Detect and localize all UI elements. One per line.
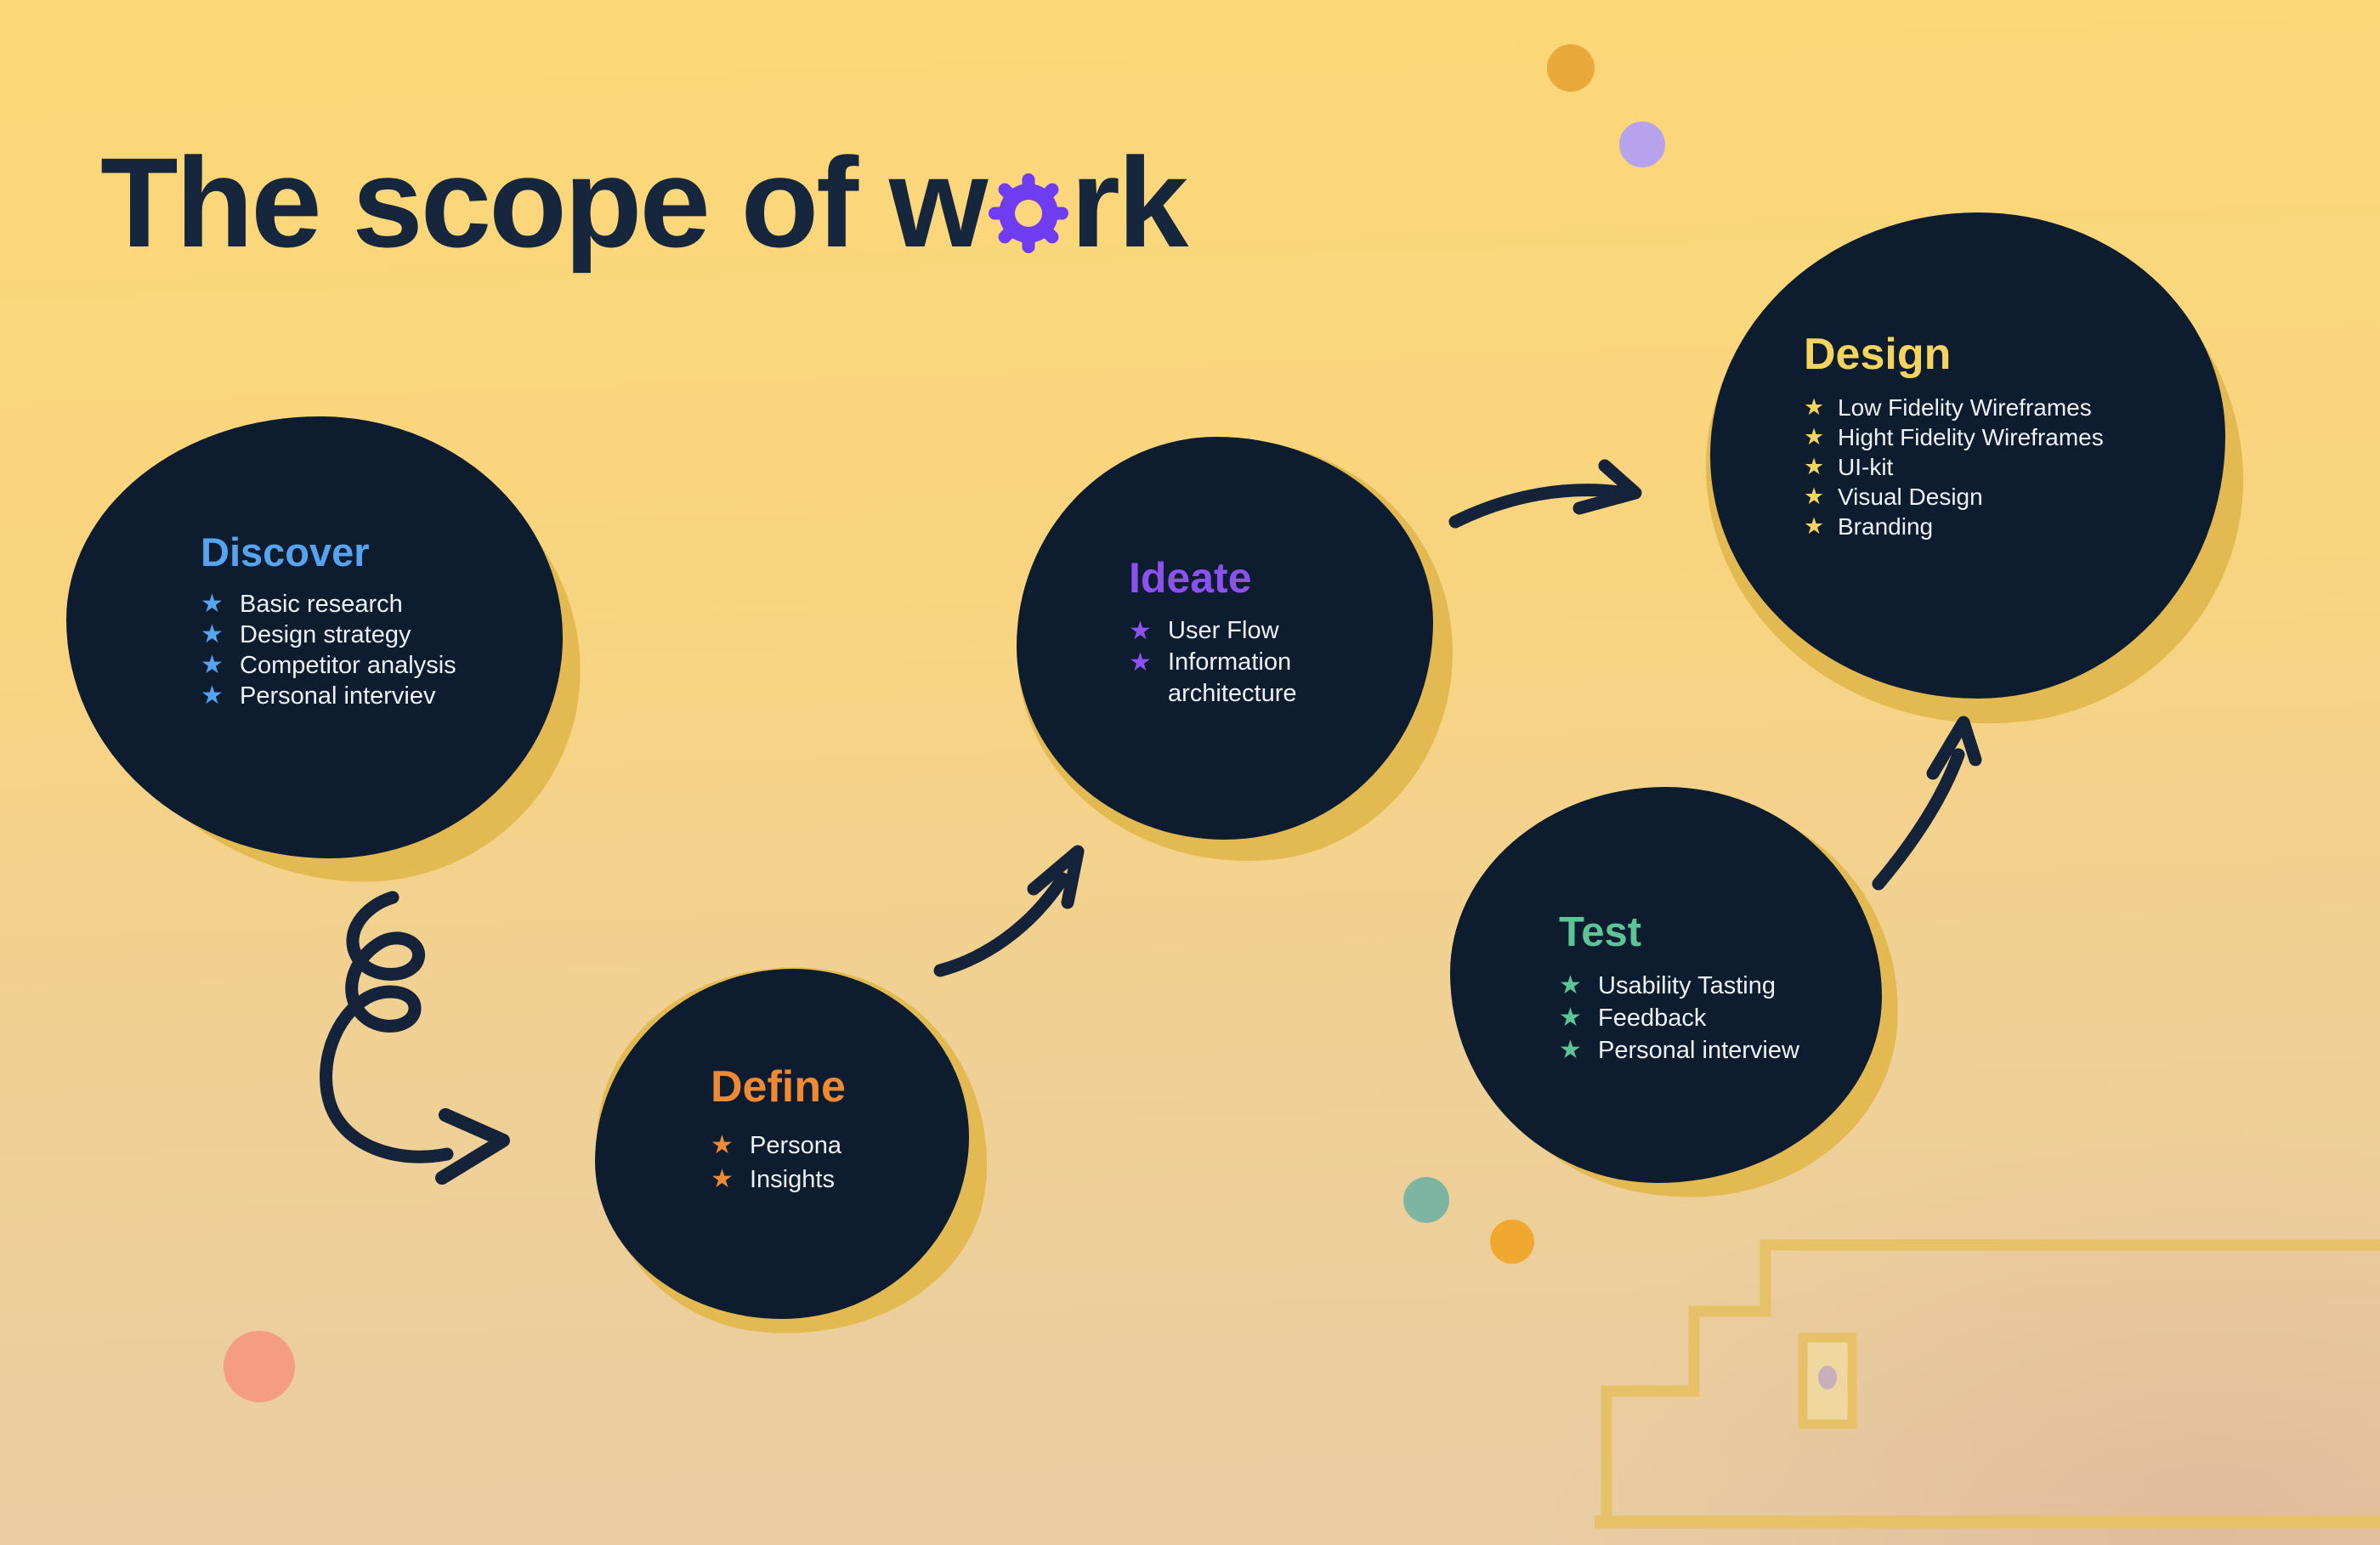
spiral-arrow-head xyxy=(435,1108,510,1185)
list-item-label: Low Fidelity Wireframes xyxy=(1838,394,2092,422)
star-icon: ★ xyxy=(1804,424,1825,450)
list-item-label: User Flow xyxy=(1168,617,1279,644)
stairs-step-line xyxy=(1601,1239,2380,1523)
list-item-label: Competitor analysis xyxy=(240,651,456,679)
star-icon: ★ xyxy=(201,620,224,648)
list-item: ★ User Flow xyxy=(1129,615,1384,647)
arrow-test-to-design xyxy=(1872,748,1965,891)
star-icon: ★ xyxy=(1559,971,1582,999)
star-icon: ★ xyxy=(711,1165,734,1194)
list-item-label: Personal interview xyxy=(1598,1036,1799,1064)
stage-title: Define xyxy=(711,1062,846,1112)
title-text-before: The scope of w xyxy=(100,131,988,274)
stairs-outline xyxy=(1595,1239,2380,1529)
list-item-label: Basic research xyxy=(240,590,403,618)
star-icon: ★ xyxy=(1804,513,1825,540)
star-icon: ★ xyxy=(1559,1003,1582,1032)
list-item: ★ Personal interviev xyxy=(201,681,524,711)
salmon-dot xyxy=(224,1331,295,1402)
star-icon: ★ xyxy=(1804,394,1825,421)
list-item: ★ Branding xyxy=(1804,512,2203,541)
star-icon: ★ xyxy=(1804,484,1825,510)
list-item: ★ Insights xyxy=(711,1163,957,1197)
stage-title: Discover xyxy=(201,529,370,574)
list-item-label: Hight Fidelity Wireframes xyxy=(1838,424,2104,451)
list-item: ★ Basic research xyxy=(201,589,524,620)
list-item-label: Persona xyxy=(750,1132,842,1160)
list-item: ★ UI-kit xyxy=(1804,452,2203,482)
star-icon: ★ xyxy=(201,650,224,679)
stage-title: Design xyxy=(1804,330,1952,379)
title-text-after: rk xyxy=(1070,131,1188,274)
gear-icon xyxy=(989,173,1069,253)
list-item-label: UI-kit xyxy=(1838,454,1894,481)
star-icon: ★ xyxy=(711,1131,734,1160)
star-icon: ★ xyxy=(201,681,224,710)
amber-dot xyxy=(1490,1220,1534,1264)
list-item: ★ Visual Design xyxy=(1804,482,2203,512)
stage-ideate: Ideate ★ User Flow ★ Information archite… xyxy=(1000,422,1470,881)
blob xyxy=(595,969,969,1319)
list-item-label: Design strategy xyxy=(240,620,411,648)
star-icon: ★ xyxy=(1129,617,1152,645)
orange-dot xyxy=(1547,44,1595,92)
list-item-label: Visual Design xyxy=(1838,484,1983,511)
star-icon: ★ xyxy=(1559,1035,1582,1064)
arrow-ideate-to-design xyxy=(1448,484,1632,529)
stage-define: Define ★ Persona ★ Insights xyxy=(575,944,1010,1357)
stage-test: Test ★ Usability Tasting ★ Feedback ★ Pe… xyxy=(1450,782,1916,1215)
arrow-define-to-ideate xyxy=(933,872,1069,977)
list-item: ★ Low Fidelity Wireframes xyxy=(1804,393,2203,422)
arrow-define-to-ideate-head xyxy=(1027,845,1085,909)
list-item: ★ Usability Tasting xyxy=(1559,970,1865,1002)
stairs-window-dot xyxy=(1818,1366,1837,1389)
gear-shape xyxy=(989,173,1069,253)
stairs-window-frame xyxy=(1798,1333,1857,1429)
list-item-label: Usability Tasting xyxy=(1598,971,1776,999)
star-icon: ★ xyxy=(201,589,224,618)
arrow-test-to-design-head xyxy=(1926,716,1982,780)
arrow-ideate-to-design-head xyxy=(1572,459,1642,515)
stage-title: Ideate xyxy=(1129,554,1252,602)
lavender-dot xyxy=(1619,122,1665,167)
blob xyxy=(66,416,563,858)
star-icon: ★ xyxy=(1129,648,1152,676)
list-item: ★ Information architecture xyxy=(1129,647,1384,710)
list-item-label: Information architecture xyxy=(1168,648,1297,707)
blob xyxy=(1710,212,2225,699)
stage-design: Design ★ Low Fidelity Wireframes ★ Hight… xyxy=(1681,193,2268,752)
list-item: ★ Feedback xyxy=(1559,1002,1865,1034)
page-title: The scope of w rk xyxy=(100,131,1188,274)
list-item-label: Personal interviev xyxy=(240,682,436,710)
list-item-label: Feedback xyxy=(1598,1004,1707,1032)
blob xyxy=(1017,437,1433,840)
stage-title: Test xyxy=(1559,909,1642,955)
list-item: ★ Persona xyxy=(711,1129,957,1163)
list-item-label: Insights xyxy=(750,1166,835,1194)
list-item: ★ Competitor analysis xyxy=(201,650,524,681)
blob xyxy=(1450,787,1882,1183)
list-item: ★ Design strategy xyxy=(201,620,524,650)
list-item: ★ Hight Fidelity Wireframes xyxy=(1804,422,2203,452)
list-item: ★ Personal interview xyxy=(1559,1034,1865,1067)
stage-discover: Discover ★ Basic research ★ Design strat… xyxy=(63,411,604,904)
teal-dot xyxy=(1403,1177,1449,1223)
list-item-label: Branding xyxy=(1838,513,1934,540)
star-icon: ★ xyxy=(1804,454,1825,480)
spiral-arrow-discover-to-define xyxy=(320,891,454,1163)
